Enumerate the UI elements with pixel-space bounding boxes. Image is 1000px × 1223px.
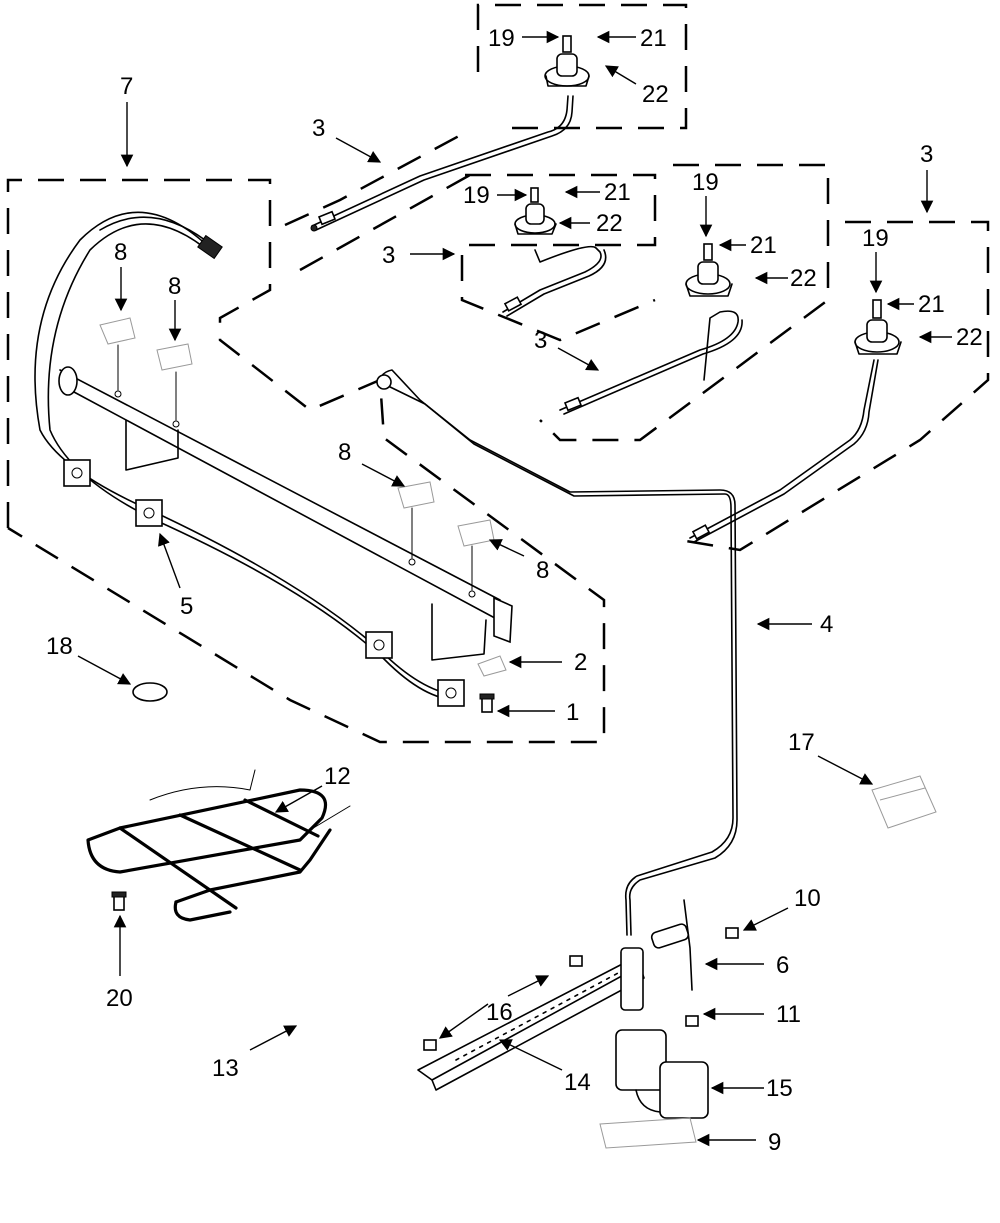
callout-8: 8 (168, 273, 181, 300)
callout-19: 19 (692, 169, 719, 196)
callout-14: 14 (564, 1069, 591, 1096)
small-hardware (132, 655, 507, 713)
callout-22: 22 (642, 81, 669, 108)
callout-22: 22 (790, 265, 817, 292)
igniters (99, 317, 495, 591)
spark-module (871, 775, 937, 829)
callout-16: 16 (486, 999, 513, 1026)
callout-1: 1 (566, 699, 579, 726)
manifold-assembly (58, 366, 513, 661)
callout-22: 22 (596, 210, 623, 237)
callout-19: 19 (463, 182, 490, 209)
callout-4: 4 (820, 611, 833, 638)
callout-3: 3 (920, 141, 933, 168)
callout-5: 5 (180, 593, 193, 620)
wire-harness (34, 211, 465, 707)
callout-9: 9 (768, 1129, 781, 1156)
callout-3: 3 (534, 327, 547, 354)
callout-15: 15 (766, 1075, 793, 1102)
callout-19: 19 (488, 25, 515, 52)
callout-11: 11 (776, 1001, 801, 1028)
callout-3: 3 (312, 115, 325, 142)
callout-12: 12 (324, 763, 351, 790)
callout-20: 20 (106, 985, 133, 1012)
callout-7: 7 (120, 73, 133, 100)
callout-labels: 19 21 22 3 7 19 21 22 3 3 19 21 22 3 19 … (46, 25, 983, 1156)
burner-valve-4 (854, 299, 902, 355)
callout-2: 2 (574, 649, 587, 676)
callout-10: 10 (794, 885, 821, 912)
callout-22: 22 (956, 324, 983, 351)
callout-21: 21 (604, 179, 631, 206)
callout-17: 17 (788, 729, 815, 756)
callout-8: 8 (114, 239, 127, 266)
callout-arrows (77, 30, 952, 1147)
broil-element (86, 769, 351, 922)
bake-burner-assembly (417, 899, 739, 1149)
callout-21: 21 (750, 232, 777, 259)
burner-valve-3 (685, 243, 733, 297)
callout-3: 3 (382, 242, 395, 269)
callout-8: 8 (536, 557, 549, 584)
callout-21: 21 (640, 25, 667, 52)
callout-19: 19 (862, 225, 889, 252)
gas-tubes (310, 95, 879, 936)
callout-6: 6 (776, 952, 789, 979)
callout-18: 18 (46, 633, 73, 660)
burner-valves (514, 35, 902, 355)
callout-13: 13 (212, 1055, 239, 1082)
burner-valve-top (544, 35, 590, 87)
burner-valve-2 (514, 187, 557, 235)
dashed-group-outlines (6, 3, 990, 744)
callout-21: 21 (918, 291, 945, 318)
callout-8: 8 (338, 439, 351, 466)
